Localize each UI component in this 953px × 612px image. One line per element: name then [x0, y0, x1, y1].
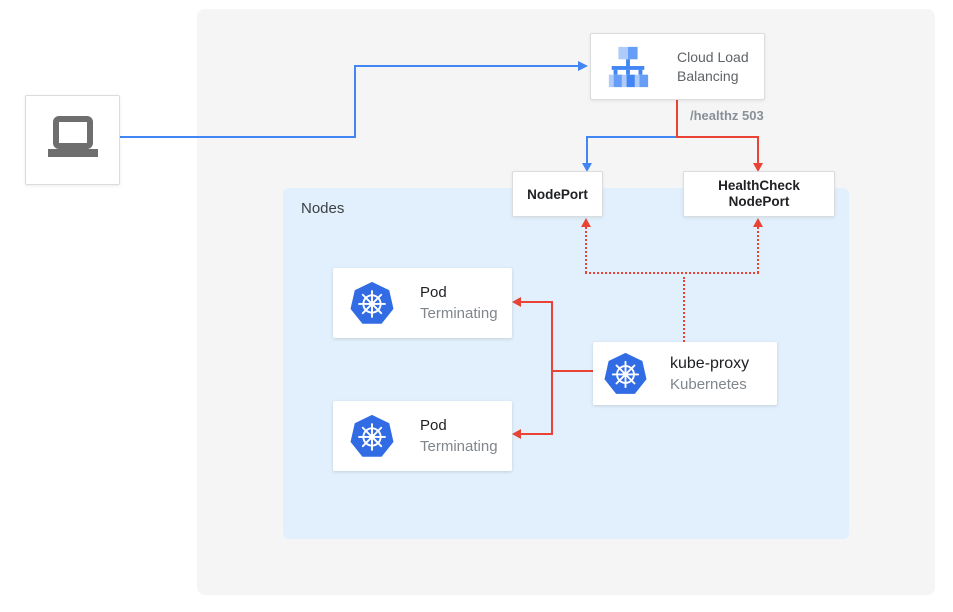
pod1-title: Pod [420, 284, 447, 301]
kube-proxy-node: kube-proxy Kubernetes [593, 342, 777, 405]
client-node [25, 95, 120, 185]
connector-client-to-lb-top [354, 65, 578, 67]
arrowhead-into-load-balancer [578, 61, 588, 71]
pod-node-2: Pod Terminating [333, 401, 512, 471]
connector-lb-to-nodeport-horizontal [586, 136, 677, 138]
connector-client-to-lb-horizontal [119, 136, 356, 138]
connector-lb-healthz-vertical [676, 100, 678, 138]
nodes-group-label: Nodes [301, 200, 345, 217]
connector-client-to-lb-vertical [354, 65, 356, 138]
cloud-load-balancing-label: Cloud Load Balancing [677, 48, 749, 86]
kubernetes-icon [349, 413, 395, 459]
nodeport-node: NodePort [512, 171, 603, 217]
connector-to-pod2 [521, 433, 553, 435]
healthz-status-label: /healthz 503 [690, 108, 764, 123]
clb-label-line2: Balancing [677, 67, 739, 84]
connector-lb-to-hc-horizontal [676, 136, 759, 138]
healthcheck-nodeport-node: HealthCheck NodePort [683, 171, 835, 217]
hc-label-line1: HealthCheck [718, 178, 800, 193]
dotted-horizontal [585, 272, 759, 274]
clb-label-line1: Cloud Load [677, 48, 749, 65]
connector-pods-vertical [551, 301, 553, 435]
kubernetes-icon [349, 280, 395, 326]
arrowhead-into-pod1 [512, 297, 521, 307]
connector-kubeproxy-stub [551, 370, 594, 372]
arrowhead-dotted-into-healthcheck [753, 218, 763, 227]
kube-proxy-subtitle: Kubernetes [670, 375, 747, 393]
pod2-title: Pod [420, 417, 447, 434]
pod1-status: Terminating [420, 305, 498, 322]
laptop-icon [47, 116, 98, 157]
cloud-load-balancing-icon [608, 46, 649, 87]
kubernetes-icon [603, 351, 648, 396]
hc-label-line2: NodePort [728, 194, 790, 209]
dotted-up-to-nodeport [585, 227, 587, 273]
connector-lb-to-nodeport-vertical [586, 136, 588, 164]
arrowhead-into-pod2 [512, 429, 521, 439]
connector-to-pod1 [521, 301, 553, 303]
pod-node-1: Pod Terminating [333, 268, 512, 338]
dotted-kubeproxy-up [683, 277, 685, 342]
arrowhead-dotted-into-nodeport [581, 218, 591, 227]
kube-proxy-title: kube-proxy [670, 354, 750, 372]
cloud-load-balancing-node: Cloud Load Balancing [590, 33, 765, 100]
arrowhead-into-nodeport [582, 163, 592, 172]
nodeport-label: NodePort [527, 186, 588, 202]
pod2-status: Terminating [420, 438, 498, 455]
arrowhead-into-healthcheck-nodeport [753, 163, 763, 172]
dotted-up-to-healthcheck [757, 227, 759, 273]
connector-lb-to-hc-vertical [757, 136, 759, 164]
